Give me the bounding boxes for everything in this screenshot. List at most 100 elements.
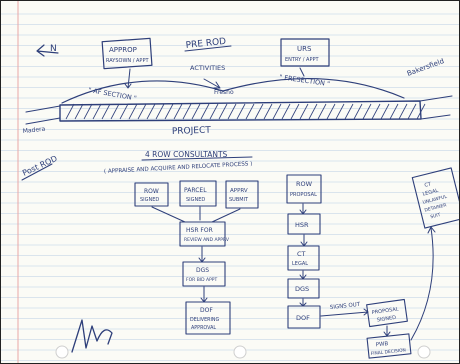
row-proposal-box: [286, 174, 322, 204]
parcel-signed-box: [179, 180, 217, 207]
activities-label: ACTIVITIES: [190, 64, 225, 72]
hatch-stroke: [290, 103, 300, 120]
pwb-decision-line2: FINAL DECISION: [370, 347, 406, 357]
hatch-stroke: [65, 103, 75, 120]
binder-hole-right: [417, 345, 431, 359]
hatch-stroke: [191, 103, 201, 120]
arrow-dgs-dof2: [299, 298, 307, 307]
signature-initials: [71, 319, 113, 353]
row-proposal-line1: ROW: [296, 180, 313, 188]
row-signed-line1: ROW: [144, 188, 159, 195]
arrow-dof-proposal: [320, 308, 369, 317]
dgs-bid-line2: FOR BID APPT: [186, 277, 218, 283]
hsr-review-line2: REVIEW AND APPRV: [184, 237, 230, 243]
hatch-stroke: [227, 103, 237, 120]
hatch-stroke: [407, 103, 417, 120]
proposal-signed-line1: PROPOSAL: [371, 306, 399, 316]
hatch-stroke: [92, 103, 102, 120]
hatch-stroke: [146, 103, 156, 120]
arrow-ct-dgs: [299, 270, 307, 280]
pre-rod-underline: [184, 45, 232, 52]
proposal-signed-line2: SIGNED: [377, 315, 397, 324]
hatch-stroke: [218, 103, 228, 120]
dof-approval-box: [185, 301, 231, 335]
dgs-box: [287, 278, 320, 299]
hatch-stroke: [164, 103, 174, 120]
hatch-stroke: [173, 103, 183, 120]
right-segment-arc: [222, 77, 405, 99]
dof-approval-line1: DOF: [200, 307, 213, 314]
urs-box-line2: ENTRY / APPT: [285, 57, 319, 63]
hatch-stroke: [272, 103, 282, 120]
hsr-review-box: [179, 221, 226, 247]
approp-box: [101, 37, 153, 70]
row-signed-line2: SIGNED: [140, 197, 159, 203]
left-segment-arc: [61, 80, 224, 104]
urs-box-line1: URS: [297, 45, 312, 53]
row-proposal-line2: PROPOSAL: [290, 192, 317, 198]
hatch-stroke: [263, 103, 273, 120]
hatch-stroke: [200, 103, 210, 120]
post-rod-label: Post ROD: [21, 154, 59, 178]
hatch-stroke: [317, 103, 327, 120]
hatch-stroke: [335, 103, 345, 120]
dof-box-line1: DOF: [296, 314, 310, 322]
arrow-hsr-ct: [300, 234, 308, 247]
signs-out-note: SIGNS OUT: [330, 302, 362, 311]
ct-legal-line1: CT: [297, 250, 306, 258]
apprv-submit-line2: SUBMIT: [229, 197, 249, 203]
ct-unlawful-line3: UNLAWFUL: [422, 194, 448, 206]
hatch-stroke: [299, 103, 309, 120]
pwb-decision-box: [366, 333, 412, 359]
hatch-stroke: [155, 103, 165, 120]
ct-legal-box: [287, 245, 320, 271]
hatch-stroke: [308, 103, 318, 120]
hatch-stroke: [209, 103, 219, 120]
arrow-pwb-ct-unlawful: [410, 226, 436, 341]
hsr-box-line1: HSR: [295, 221, 309, 229]
hatch-stroke: [128, 103, 138, 120]
dgs-bid-line1: DGS: [196, 267, 209, 274]
hatch-stroke: [380, 103, 390, 120]
hsr-review-line1: HSR FOR: [186, 227, 213, 234]
ct-unlawful-line2: LEGAL: [422, 188, 439, 198]
project-label: PROJECT: [172, 126, 212, 137]
ruled-lines: [0, 13, 460, 361]
consultants-underline: [141, 156, 253, 161]
hatch-stroke: [362, 103, 372, 120]
dof-approval-line2: DELIVERING: [190, 317, 219, 323]
hsr-box: [287, 213, 321, 235]
hatch-stroke: [83, 103, 93, 120]
row-signed-box: [134, 182, 169, 207]
fresno-label: Fresno: [214, 89, 234, 96]
arrow-dgs-dof: [200, 286, 208, 303]
north-arrow: [36, 44, 59, 57]
hatch-stroke: [182, 103, 192, 120]
hatch-stroke: [236, 103, 246, 120]
hatch-stroke: [389, 103, 399, 120]
left-segment-label: " AF SECTION ": [88, 86, 138, 102]
binder-hole-center: [233, 345, 247, 359]
hatch-stroke: [326, 103, 336, 120]
hatch-stroke: [371, 103, 381, 120]
ct-unlawful-line1: CT: [424, 181, 433, 189]
hatch-stroke: [281, 103, 291, 120]
converging-arrows: [151, 206, 241, 223]
hatch-stroke: [101, 103, 111, 120]
hatch-stroke: [245, 103, 255, 120]
consultants-title: 4 ROW CONSULTANTS: [145, 150, 228, 159]
project-strip-hatching: [65, 103, 426, 120]
bakersfield-label: Bakersfield: [406, 57, 445, 78]
strip-extension-left: [25, 105, 61, 125]
hatch-stroke: [137, 103, 147, 120]
ct-unlawful-line4: DETAINER: [424, 202, 447, 213]
dgs-bid-box: [182, 261, 226, 287]
madera-label: Madera: [22, 126, 45, 135]
binder-hole-left: [55, 345, 69, 359]
approp-box-line1: APPROP: [109, 46, 137, 54]
hatch-stroke: [74, 103, 84, 120]
hatch-stroke: [398, 103, 408, 120]
activities-arrow: [203, 78, 221, 89]
approp-arrow: [124, 68, 132, 89]
